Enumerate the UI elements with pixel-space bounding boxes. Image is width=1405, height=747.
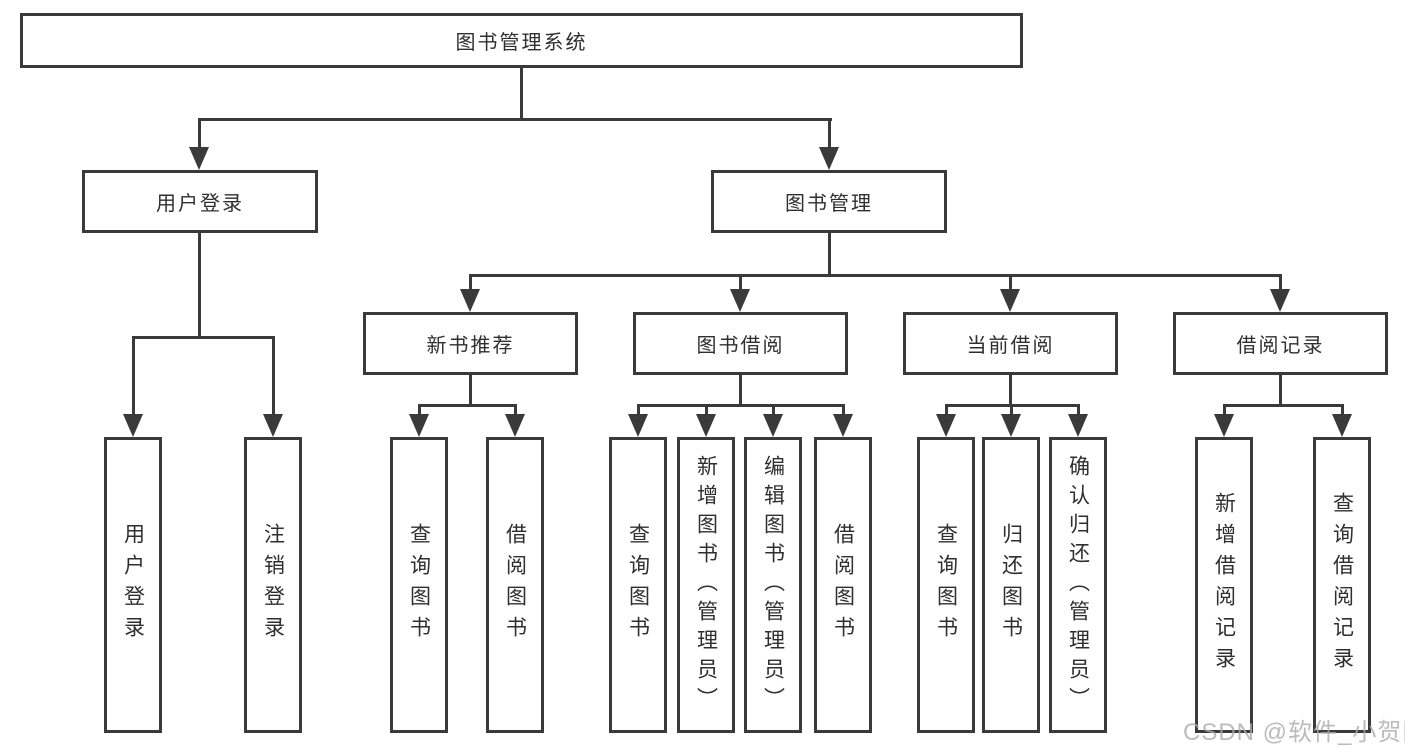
connector-line: [739, 375, 742, 406]
connector-line: [1009, 274, 1012, 292]
connector-line: [637, 404, 640, 418]
arrow-down-icon: [628, 414, 648, 437]
node-label: 归还图书: [999, 523, 1023, 647]
arrow-down-icon: [1068, 414, 1088, 437]
node-book-borrowing: 图书借阅: [633, 312, 848, 375]
leaf-borrow-books: 借阅图书: [814, 437, 872, 733]
arrow-down-icon: [123, 414, 143, 437]
connector-line: [1341, 404, 1344, 418]
connector-line: [1279, 274, 1282, 292]
leaf-edit-books-admin: 编辑图书（管理员）: [744, 437, 802, 733]
node-label: 图书借阅: [696, 335, 785, 357]
leaf-query-books-current: 查询图书: [917, 437, 975, 733]
node-label: 编辑图书（管理员）: [761, 454, 785, 716]
arrow-down-icon: [460, 289, 480, 312]
node-label: 查询借阅记录: [1330, 492, 1354, 678]
arrow-down-icon: [1214, 414, 1234, 437]
node-label: 确认归还（管理员）: [1066, 454, 1090, 716]
connector-line: [469, 274, 1282, 277]
arrow-down-icon: [819, 147, 839, 170]
connector-line: [1223, 404, 1344, 407]
leaf-query-books-recommend: 查询图书: [390, 437, 448, 733]
arrow-down-icon: [1001, 414, 1021, 437]
connector-line: [469, 274, 472, 292]
connector-line: [705, 404, 708, 418]
leaf-confirm-return-admin: 确认归还（管理员）: [1049, 437, 1107, 733]
node-label: 查询图书: [407, 523, 431, 647]
arrow-down-icon: [1000, 289, 1020, 312]
csdn-watermark: CSDN @软件_小贺同学: [1183, 719, 1405, 746]
arrow-down-icon: [189, 147, 209, 170]
node-library-management-system: 图书管理系统: [20, 13, 1023, 68]
node-label: 当前借阅: [966, 335, 1055, 357]
arrow-down-icon: [1332, 414, 1352, 437]
arrow-down-icon: [263, 414, 283, 437]
leaf-query-books-borrow: 查询图书: [609, 437, 667, 733]
node-label: 图书管理: [785, 193, 873, 215]
leaf-add-borrow-record: 新增借阅记录: [1195, 437, 1253, 733]
node-new-book-recommendation: 新书推荐: [363, 312, 578, 375]
connector-line: [945, 404, 948, 418]
leaf-query-borrow-record: 查询借阅记录: [1313, 437, 1371, 733]
leaf-add-books-admin: 新增图书（管理员）: [677, 437, 735, 733]
node-current-borrowing: 当前借阅: [903, 312, 1118, 375]
node-label: 借阅图书: [831, 523, 855, 647]
node-borrowing-records: 借阅记录: [1173, 312, 1388, 375]
leaf-borrow-books-recommend: 借阅图书: [486, 437, 544, 733]
connector-line: [1223, 404, 1226, 418]
node-label: 用户登录: [156, 193, 244, 215]
connector-line: [198, 118, 832, 121]
node-label: 查询图书: [934, 523, 958, 647]
connector-line: [1077, 404, 1080, 418]
node-user-login: 用户登录: [82, 170, 318, 233]
connector-line: [272, 336, 275, 416]
node-label: 新书推荐: [426, 335, 515, 357]
arrow-down-icon: [1270, 289, 1290, 312]
arrow-down-icon: [936, 414, 956, 437]
connector-line: [514, 404, 517, 418]
connector-line: [1279, 375, 1282, 406]
connector-line: [198, 233, 201, 336]
connector-line: [132, 336, 275, 339]
arrow-down-icon: [763, 414, 783, 437]
connector-line: [132, 336, 135, 416]
node-label: 借阅记录: [1236, 335, 1325, 357]
connector-line: [1009, 375, 1012, 406]
node-label: 用户登录: [121, 523, 145, 647]
arrow-down-icon: [505, 414, 525, 437]
node-book-management: 图书管理: [711, 170, 947, 233]
node-label: 借阅图书: [503, 523, 527, 647]
arrow-down-icon: [409, 414, 429, 437]
connector-line: [828, 233, 831, 276]
leaf-user-login: 用户登录: [104, 437, 162, 733]
leaf-return-books: 归还图书: [982, 437, 1040, 733]
connector-line: [772, 404, 775, 418]
connector-line: [637, 404, 845, 407]
arrow-down-icon: [833, 414, 853, 437]
connector-line: [469, 375, 472, 406]
node-label: 查询图书: [626, 523, 650, 647]
connector-line: [739, 274, 742, 292]
connector-line: [1010, 404, 1013, 418]
connector-line: [418, 404, 517, 407]
arrow-down-icon: [730, 289, 750, 312]
node-label: 新增图书（管理员）: [694, 454, 718, 716]
connector-line: [842, 404, 845, 418]
connector-line: [828, 118, 831, 150]
node-label: 注销登录: [261, 523, 285, 647]
node-label: 新增借阅记录: [1212, 492, 1236, 678]
leaf-logout: 注销登录: [244, 437, 302, 733]
connector-line: [198, 118, 201, 150]
connector-line: [520, 68, 523, 118]
arrow-down-icon: [696, 414, 716, 437]
connector-line: [418, 404, 421, 418]
node-label: 图书管理系统: [455, 32, 588, 54]
